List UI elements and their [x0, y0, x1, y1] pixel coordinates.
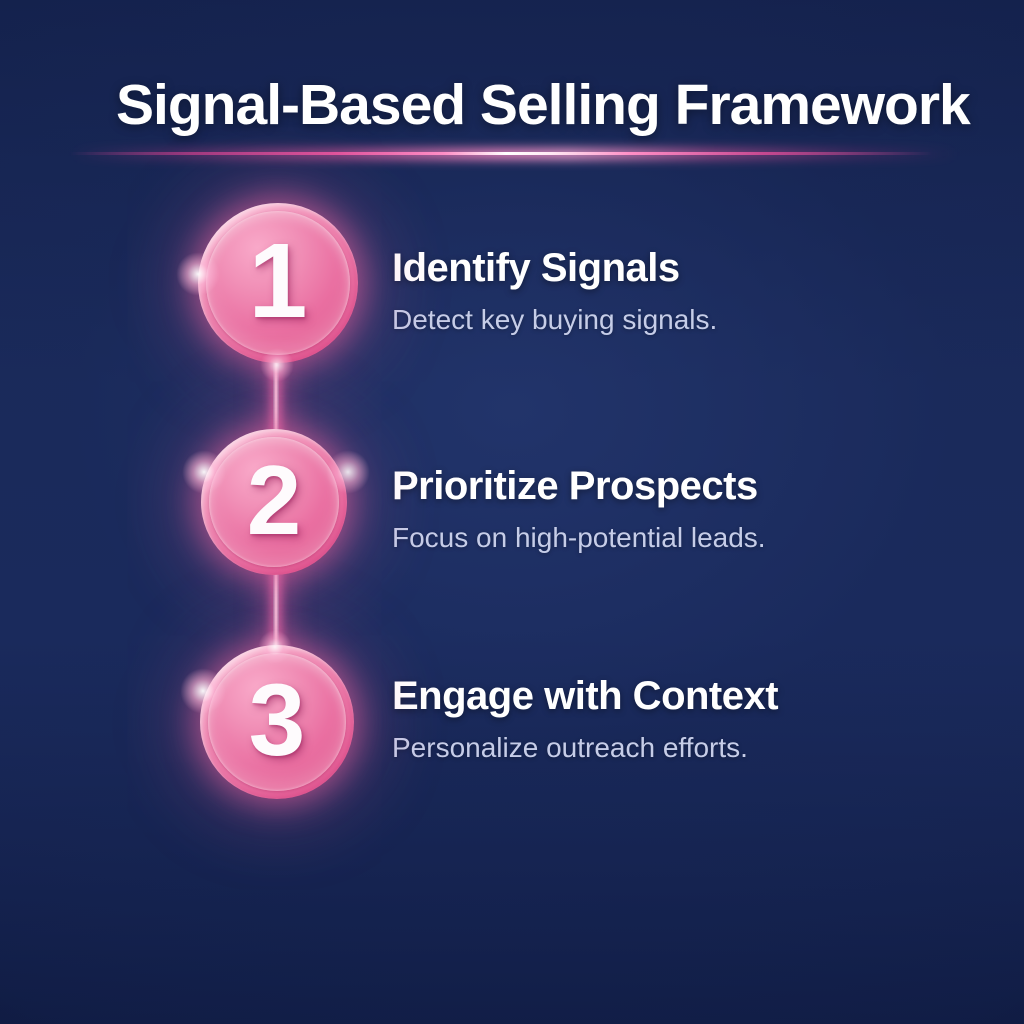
step-1-number: 1: [248, 222, 308, 340]
step-3-number: 3: [248, 663, 306, 777]
step-1-text: Identify Signals Detect key buying signa…: [392, 246, 717, 336]
step-2-title: Prioritize Prospects: [392, 464, 758, 508]
step-1-badge-inner: 1: [206, 211, 350, 355]
step-3-badge: 3: [200, 645, 354, 799]
step-3-text: Engage with Context Personalize outreach…: [392, 674, 779, 764]
step-3-title: Engage with Context: [392, 674, 779, 718]
page-title: Signal-Based Selling Framework: [116, 73, 971, 137]
step-1-description: Detect key buying signals.: [392, 304, 718, 335]
step-2-description: Focus on high-potential leads.: [392, 522, 766, 553]
step-3-description: Personalize outreach efforts.: [392, 732, 748, 763]
step-2-number: 2: [246, 445, 302, 555]
divider-core-line: [70, 152, 960, 155]
step-1-title: Identify Signals: [392, 246, 680, 290]
step-2-badge-inner: 2: [209, 437, 339, 567]
step-2-text: Prioritize Prospects Focus on high-poten…: [392, 464, 766, 554]
title-divider: [70, 146, 960, 162]
step-2-badge: 2: [201, 429, 347, 575]
step-3-badge-inner: 3: [208, 653, 346, 791]
step-1-badge: 1: [198, 203, 358, 363]
